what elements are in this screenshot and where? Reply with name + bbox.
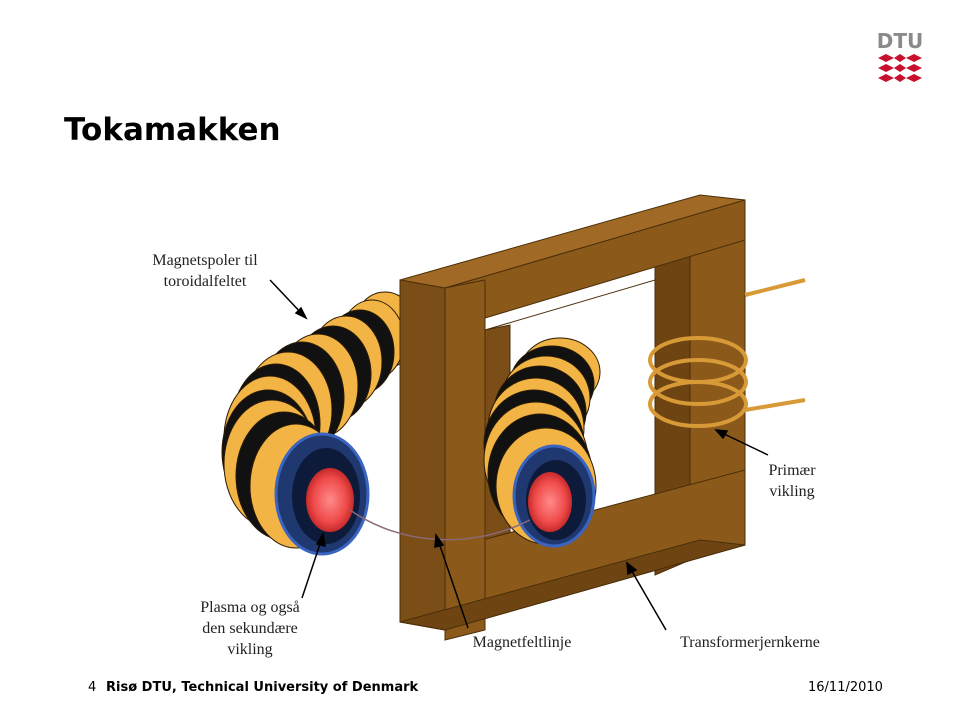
footer-organization: Risø DTU, Technical University of Denmar… <box>106 680 419 695</box>
label-plasma: Plasma og også den sekundære vikling <box>200 599 300 658</box>
dtu-logo-text: DTU <box>877 29 923 53</box>
page-number: 4 <box>88 680 97 695</box>
dtu-logo-mark <box>878 54 922 82</box>
iron-core <box>399 194 746 641</box>
footer-date: 16/11/2010 <box>808 680 883 695</box>
dtu-logo: DTU <box>877 29 923 82</box>
label-primary-winding: Primær vikling <box>768 462 816 500</box>
label-field-line: Magnetfeltlinje <box>472 634 572 651</box>
right-coil-opening <box>512 444 596 548</box>
label-arrows <box>269 279 769 631</box>
primary-winding <box>648 278 806 428</box>
label-iron-core: Transformerjernkerne <box>680 634 820 651</box>
label-toroidal-coils: Magnetspoler til toroidalfeltet <box>152 252 258 290</box>
plasma-right <box>528 472 572 532</box>
plasma-left <box>306 468 354 532</box>
left-coil-opening <box>274 432 370 556</box>
slide-title: Tokamakken <box>64 112 281 148</box>
